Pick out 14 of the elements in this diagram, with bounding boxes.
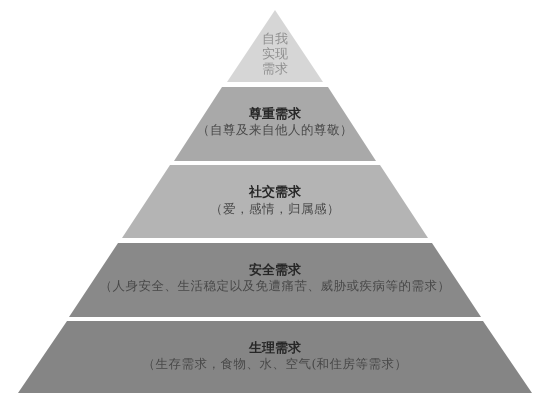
pyramid-apex <box>227 10 323 82</box>
pyramid-tier <box>174 87 376 161</box>
tier-title: 社交需求 <box>249 185 301 201</box>
pyramid-tier <box>122 165 428 238</box>
tier-description: （生存需求，食物、水、空气(和住房等需求） <box>142 356 408 372</box>
tier-title: 自我实现需求 <box>262 32 288 76</box>
tier-description: （人身安全、生活稳定以及免遭痛苦、威胁或疾病等的需求） <box>100 278 450 294</box>
tier-title: 生理需求 <box>249 341 301 357</box>
pyramid-tier <box>18 321 532 393</box>
tier-description: （自尊及来自他人的尊敬） <box>197 122 353 138</box>
tier-title: 尊重需求 <box>249 107 301 123</box>
tier-description: （爱，感情，归属感） <box>210 201 340 217</box>
tier-title: 安全需求 <box>249 263 301 279</box>
pyramid-tier <box>69 243 481 317</box>
